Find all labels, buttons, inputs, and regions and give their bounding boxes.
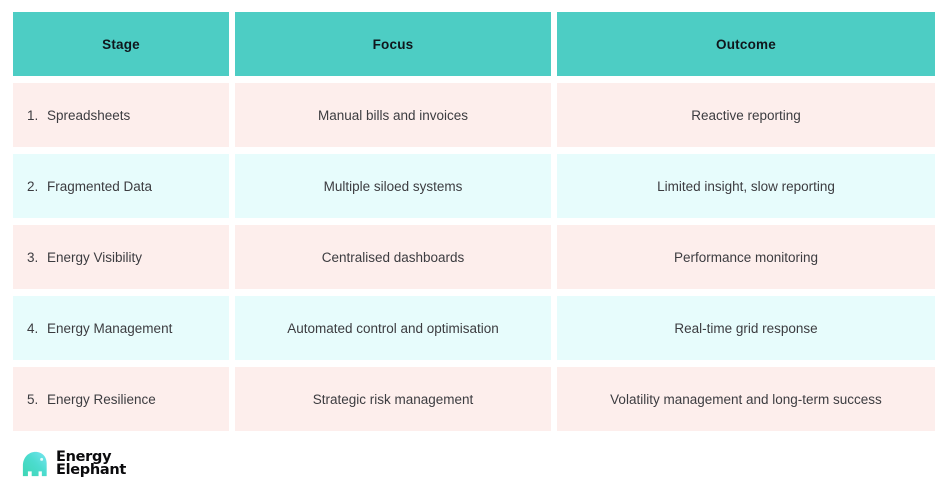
stage-entry: 1. Spreadsheets: [27, 108, 130, 123]
stage-name: Energy Resilience: [47, 391, 156, 407]
cell-outcome: Performance monitoring: [557, 225, 935, 289]
cell-focus: Automated control and optimisation: [235, 296, 551, 360]
elephant-icon: [20, 449, 49, 479]
cell-outcome: Limited insight, slow reporting: [557, 154, 935, 218]
table-row: 2. Fragmented Data Multiple siloed syste…: [13, 154, 935, 218]
stage-name: Spreadsheets: [47, 107, 131, 123]
brand-line-2: Elephant: [56, 462, 127, 478]
outcome-text: Performance monitoring: [673, 249, 819, 265]
cell-outcome: Reactive reporting: [557, 83, 935, 147]
stage-number: 5.: [27, 391, 39, 407]
brand-logo: Energy Elephant: [20, 449, 126, 479]
stage-number: 1.: [27, 107, 39, 123]
focus-text: Multiple siloed systems: [323, 178, 463, 194]
cell-stage: 1. Spreadsheets: [13, 83, 229, 147]
outcome-text: Reactive reporting: [691, 107, 801, 123]
column-header-focus-label: Focus: [372, 36, 414, 52]
stage-name: Fragmented Data: [47, 178, 153, 194]
cell-stage: 4. Energy Management: [13, 296, 229, 360]
outcome-text: Limited insight, slow reporting: [657, 178, 835, 194]
focus-text: Manual bills and invoices: [317, 107, 469, 123]
table-row: 5. Energy Resilience Strategic risk mana…: [13, 367, 935, 431]
stage-entry: 3. Energy Visibility: [27, 250, 142, 265]
stage-number: 4.: [27, 320, 39, 336]
stage-number: 3.: [27, 249, 39, 265]
cell-focus: Multiple siloed systems: [235, 154, 551, 218]
cell-outcome: Real-time grid response: [557, 296, 935, 360]
focus-text: Strategic risk management: [312, 391, 474, 407]
stage-entry: 4. Energy Management: [27, 321, 172, 336]
outcome-text: Volatility management and long-term succ…: [610, 391, 882, 407]
stage-entry: 5. Energy Resilience: [27, 392, 156, 407]
cell-focus: Manual bills and invoices: [235, 83, 551, 147]
table-row: 1. Spreadsheets Manual bills and invoice…: [13, 83, 935, 147]
cell-stage: 2. Fragmented Data: [13, 154, 229, 218]
focus-text: Centralised dashboards: [321, 249, 465, 265]
cell-focus: Strategic risk management: [235, 367, 551, 431]
cell-stage: 5. Energy Resilience: [13, 367, 229, 431]
column-header-stage: Stage: [13, 12, 229, 76]
table-header-row: Stage Focus Outcome: [13, 12, 935, 76]
outcome-text: Real-time grid response: [674, 320, 818, 336]
table-row: 4. Energy Management Automated control a…: [13, 296, 935, 360]
maturity-table: Stage Focus Outcome 1. Spreadsheets Manu…: [13, 12, 935, 431]
stage-number: 2.: [27, 178, 39, 194]
stage-entry: 2. Fragmented Data: [27, 179, 152, 194]
column-header-focus: Focus: [235, 12, 551, 76]
brand-line-1: Energy: [56, 448, 112, 465]
stage-name: Energy Visibility: [47, 249, 143, 265]
cell-stage: 3. Energy Visibility: [13, 225, 229, 289]
table-row: 3. Energy Visibility Centralised dashboa…: [13, 225, 935, 289]
column-header-outcome-label: Outcome: [716, 36, 776, 52]
column-header-outcome: Outcome: [557, 12, 935, 76]
brand-wordmark: Energy Elephant: [56, 448, 127, 478]
stage-name: Energy Management: [47, 320, 173, 336]
focus-text: Automated control and optimisation: [287, 320, 499, 336]
cell-focus: Centralised dashboards: [235, 225, 551, 289]
column-header-stage-label: Stage: [102, 36, 140, 52]
cell-outcome: Volatility management and long-term succ…: [557, 367, 935, 431]
